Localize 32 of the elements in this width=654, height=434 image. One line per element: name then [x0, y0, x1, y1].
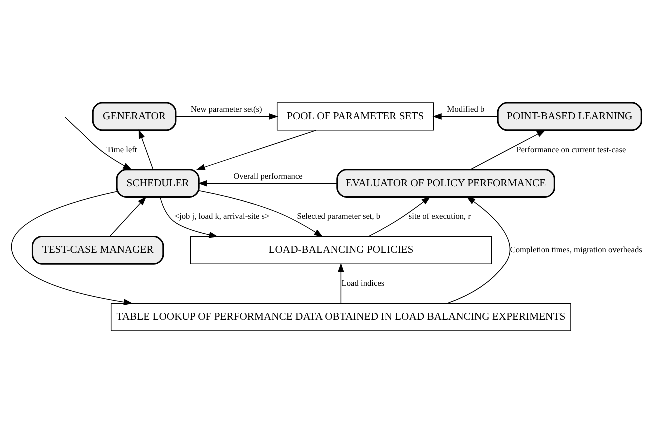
edge-label: Time left — [106, 145, 138, 154]
arrow — [176, 114, 278, 120]
arrow — [65, 117, 132, 170]
node-box: EVALUATOR OF POLICY PERFORMANCE — [336, 169, 556, 198]
node-box: LOAD-BALANCING POLICIES — [190, 236, 492, 264]
edge-label: Completion times, migration overheads — [510, 246, 642, 255]
node-box: POOL OF PARAMETER SETS — [276, 102, 434, 131]
node-box: TABLE LOOKUP OF PERFORMANCE DATA OBTAINED IN LOAD BALANCING EXPERIMENTS — [110, 303, 572, 332]
edge-label: Selected parameter set, b — [297, 212, 381, 222]
arrow — [338, 263, 344, 304]
edge-label: Overall performance — [234, 172, 303, 181]
arrow — [138, 130, 154, 170]
edge-label: Modified b — [447, 105, 485, 114]
arrow — [196, 130, 317, 170]
arrow — [11, 191, 134, 306]
arrow — [470, 130, 546, 170]
arrow — [447, 196, 511, 304]
arrow — [160, 196, 218, 238]
edge-label: <job j, load k, arrival-site s> — [174, 212, 270, 222]
node-box: SCHEDULER — [116, 169, 200, 198]
node-box: POINT-BASED LEARNING — [497, 102, 642, 132]
node-box: GENERATOR — [92, 102, 177, 132]
edge-label: Performance on current test-case — [516, 145, 626, 154]
arrow — [368, 196, 431, 238]
edge-label: Load indices — [342, 278, 385, 288]
arrow — [198, 180, 338, 187]
edge-label: site of execution, r — [408, 212, 471, 222]
node-box: TEST-CASE MANAGER — [32, 236, 164, 265]
arrow — [432, 114, 498, 120]
arrow — [198, 190, 324, 238]
edge-label: New parameter set(s) — [190, 105, 262, 114]
arrow — [110, 196, 147, 238]
